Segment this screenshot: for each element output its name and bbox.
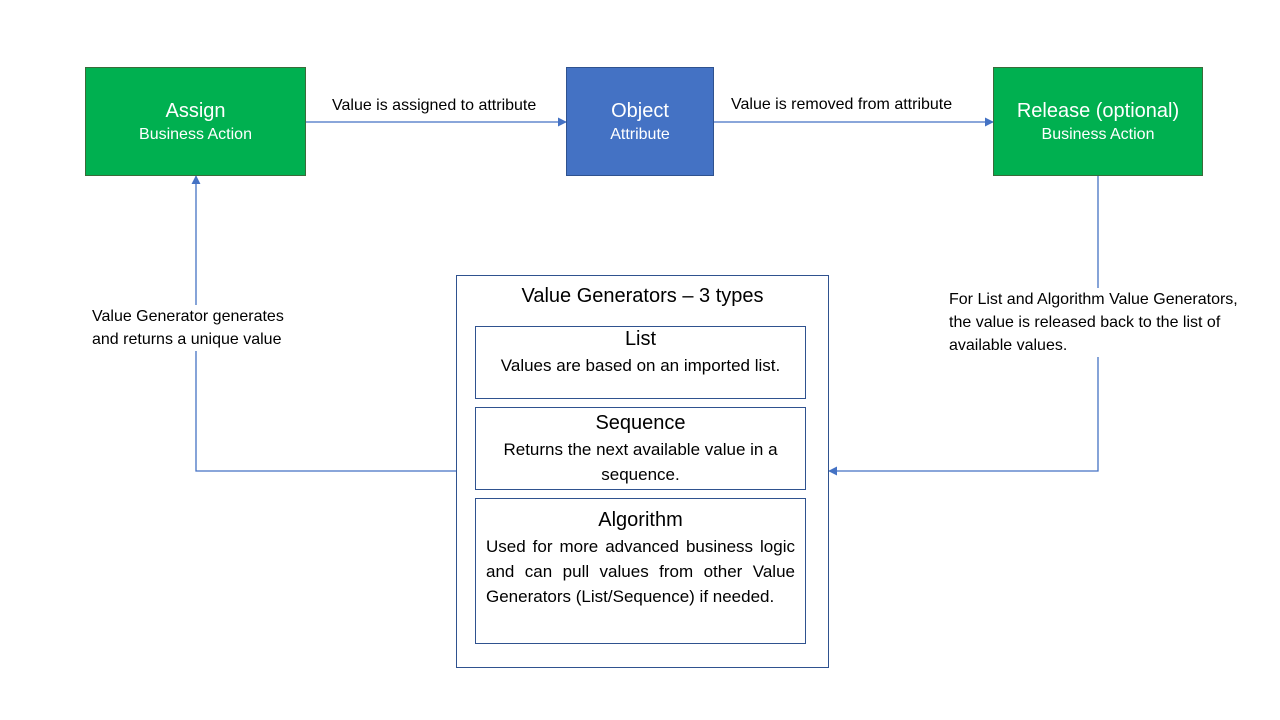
generator-sequence-name: Sequence <box>595 412 686 434</box>
generator-list-name: List <box>624 328 657 350</box>
arrow-release-to-generator <box>828 176 1099 476</box>
release-title: Release (optional) <box>1016 99 1180 122</box>
generator-list-card: List Values are based on an imported lis… <box>475 326 806 399</box>
generator-algorithm-description: Used for more advanced business logic an… <box>486 537 795 606</box>
assign-subtitle: Business Action <box>139 125 252 143</box>
object-subtitle: Attribute <box>610 125 670 143</box>
generator-sequence-card: Sequence Returns the next available valu… <box>475 407 806 490</box>
generator-list-description: Values are based on an imported list. <box>500 356 781 375</box>
label-release-to-generator: For List and Algorithm Value Generators,… <box>945 288 1253 357</box>
release-box: Release (optional) Business Action <box>993 67 1203 176</box>
assign-box: Assign Business Action <box>85 67 306 176</box>
generator-algorithm-name: Algorithm <box>598 509 683 531</box>
assign-title: Assign <box>165 99 226 122</box>
release-subtitle: Business Action <box>1041 125 1155 143</box>
value-generators-title: Value Generators – 3 types <box>521 285 764 307</box>
label-assign-to-object: Value is assigned to attribute <box>332 97 537 114</box>
generator-sequence-description: Returns the next available value in a se… <box>503 440 778 484</box>
arrow-generator-to-assign <box>191 175 456 472</box>
label-generator-to-assign: Value Generator generates and returns a … <box>88 305 312 351</box>
object-title: Object <box>611 99 669 122</box>
label-object-to-release: Value is removed from attribute <box>731 96 953 113</box>
generator-algorithm-card: Algorithm Used for more advanced busines… <box>475 498 806 644</box>
object-box: Object Attribute <box>566 67 714 176</box>
